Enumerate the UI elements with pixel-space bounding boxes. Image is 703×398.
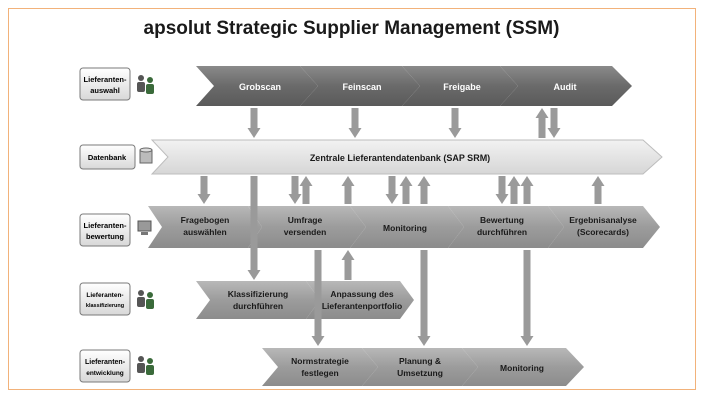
svg-text:Lieferanten-: Lieferanten-	[84, 221, 127, 230]
svg-text:Klassifizierung: Klassifizierung	[228, 289, 288, 299]
connector-arrow	[197, 176, 211, 204]
connector-arrow	[348, 108, 362, 138]
connector-arrow	[399, 176, 413, 204]
svg-text:Normstrategie: Normstrategie	[291, 356, 349, 366]
svg-text:Planung &: Planung &	[399, 356, 441, 366]
process-step-fragebogen: Fragebogen auswählen	[148, 206, 262, 248]
connector-arrow	[247, 108, 261, 138]
svg-text:Audit: Audit	[554, 82, 577, 92]
connector-arrow	[417, 176, 431, 204]
connector-arrow	[520, 250, 534, 346]
computer-icon	[137, 220, 152, 235]
process-step-grobscan: Grobscan	[196, 66, 318, 106]
process-step-freigabe: Freigabe	[402, 66, 518, 106]
database-bar: Zentrale Lieferantendatenbank (SAP SRM)	[150, 139, 663, 175]
svg-text:Datenbank: Datenbank	[88, 153, 127, 162]
connector-arrow	[299, 176, 313, 204]
connector-arrow	[341, 250, 355, 280]
svg-text:Zentrale Lieferantendatenbank: Zentrale Lieferantendatenbank (SAP SRM)	[310, 153, 490, 163]
process-step-monitoring-entwicklung: Monitoring	[462, 348, 584, 386]
svg-text:durchführen: durchführen	[233, 301, 283, 311]
connector-arrow	[448, 108, 462, 138]
svg-text:Feinscan: Feinscan	[342, 82, 381, 92]
process-step-klassifizierung: Klassifizierung durchführen	[196, 281, 320, 319]
people-icon	[137, 290, 154, 309]
row-label-entwicklung: Lieferanten- entwicklung	[79, 349, 131, 383]
database-icon	[139, 147, 153, 164]
process-step-audit: Audit	[500, 66, 632, 106]
svg-text:auswählen: auswählen	[183, 227, 226, 237]
svg-text:Umfrage: Umfrage	[288, 215, 323, 225]
row-label-datenbank: Datenbank	[79, 144, 136, 170]
process-step-monitoring-bewertung: Monitoring	[350, 206, 464, 248]
people-icon	[137, 75, 154, 94]
svg-text:Grobscan: Grobscan	[239, 82, 281, 92]
connector-arrow	[288, 176, 302, 204]
connector-arrow	[385, 176, 399, 204]
svg-text:Lieferanten-: Lieferanten-	[85, 359, 126, 366]
svg-text:Lieferanten-: Lieferanten-	[86, 292, 123, 299]
svg-text:Freigabe: Freigabe	[443, 82, 481, 92]
svg-text:bewertung: bewertung	[86, 232, 124, 241]
connector-arrow	[535, 108, 549, 138]
connector-arrow	[520, 176, 534, 204]
svg-text:Monitoring: Monitoring	[383, 223, 427, 233]
connector-arrow	[547, 108, 561, 138]
row-label-klassifizierung: Lieferanten- klassifizierung	[79, 282, 131, 316]
diagram-title: apsolut Strategic Supplier Management (S…	[143, 18, 560, 39]
svg-text:festlegen: festlegen	[301, 368, 338, 378]
svg-text:versenden: versenden	[284, 227, 327, 237]
svg-text:Monitoring: Monitoring	[500, 363, 544, 373]
process-step-anpassung: Anpassung des Lieferantenportfolio	[306, 281, 414, 319]
row-label-auswahl: Lieferanten- auswahl	[79, 67, 131, 101]
process-step-feinscan: Feinscan	[300, 66, 420, 106]
svg-text:Ergebnisanalyse: Ergebnisanalyse	[569, 215, 637, 225]
connector-arrows	[197, 108, 605, 346]
svg-text:Lieferanten-: Lieferanten-	[84, 75, 127, 84]
svg-text:durchführen: durchführen	[477, 227, 527, 237]
process-step-normstrategie: Normstrategie festlegen	[262, 348, 378, 386]
process-step-bewertung: Bewertung durchführen	[448, 206, 564, 248]
connector-arrow	[247, 176, 261, 280]
svg-text:entwicklung: entwicklung	[86, 370, 124, 377]
svg-text:auswahl: auswahl	[90, 86, 120, 95]
process-step-umfrage: Umfrage versenden	[248, 206, 366, 248]
connector-arrow	[341, 176, 355, 204]
svg-text:klassifizierung: klassifizierung	[86, 303, 124, 309]
connector-arrow	[311, 250, 325, 346]
connector-arrow	[495, 176, 509, 204]
svg-text:(Scorecards): (Scorecards)	[577, 227, 629, 237]
process-step-planung: Planung & Umsetzung	[362, 348, 478, 386]
svg-text:Fragebogen: Fragebogen	[181, 215, 230, 225]
connector-arrow	[417, 250, 431, 346]
row-label-bewertung: Lieferanten- bewertung	[79, 213, 131, 247]
people-icon	[137, 356, 154, 375]
connector-arrow	[507, 176, 521, 204]
svg-text:Lieferantenportfolio: Lieferantenportfolio	[322, 301, 402, 311]
process-step-ergebnisanalyse: Ergebnisanalyse (Scorecards)	[548, 206, 660, 248]
svg-text:Bewertung: Bewertung	[480, 215, 524, 225]
connector-arrow	[591, 176, 605, 204]
svg-text:Anpassung des: Anpassung des	[330, 289, 394, 299]
svg-text:Umsetzung: Umsetzung	[397, 368, 443, 378]
